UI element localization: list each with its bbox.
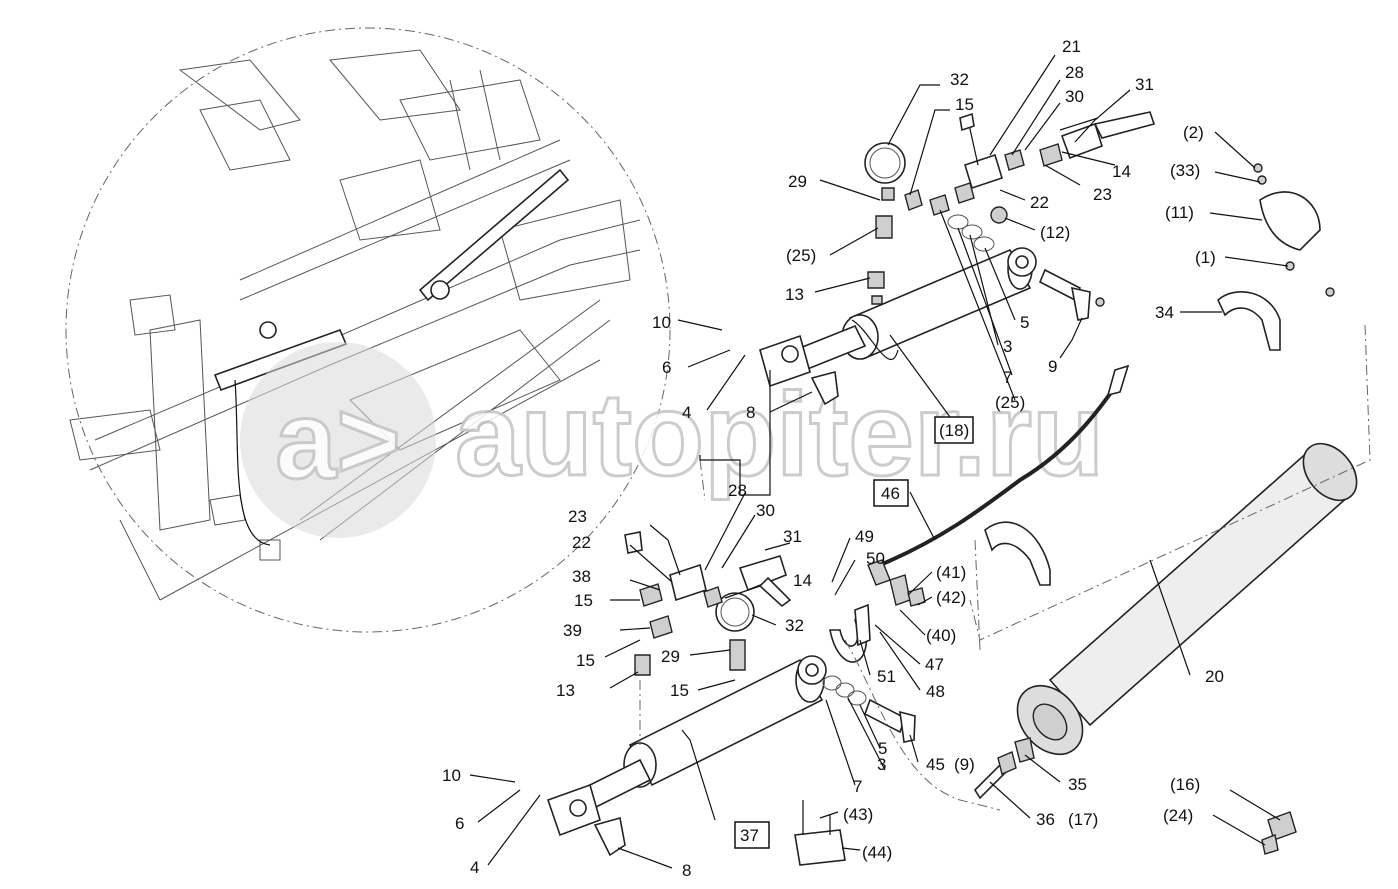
label-9: 9	[1048, 357, 1057, 376]
protective-tube	[969, 324, 1371, 756]
label-3: 3	[1003, 337, 1012, 356]
label-43: (43)	[843, 805, 873, 824]
label-17: (17)	[1068, 810, 1098, 829]
label-39: 39	[563, 621, 582, 640]
label-34: 34	[1155, 303, 1174, 322]
label-29: 29	[788, 172, 807, 191]
label-23: 23	[1093, 185, 1112, 204]
label-7b: 7	[853, 777, 862, 796]
label-31b: 31	[783, 527, 802, 546]
label-48: 48	[926, 682, 945, 701]
label-7: 7	[1003, 368, 1012, 387]
label-51: 51	[877, 667, 896, 686]
label-14: 14	[1112, 162, 1131, 181]
label-8: 8	[746, 403, 755, 422]
label-9b: (9)	[954, 755, 975, 774]
label-22: 22	[1030, 193, 1049, 212]
label-20: 20	[1205, 667, 1224, 686]
watermark: a> autopiter.ru	[240, 342, 1106, 538]
label-4b: 4	[470, 858, 479, 877]
label-35: 35	[1068, 775, 1087, 794]
label-31: 31	[1135, 75, 1154, 94]
label-41: (41)	[936, 563, 966, 582]
upper-cylinder-assembly	[759, 111, 1156, 406]
label-12: (12)	[1040, 223, 1070, 242]
label-16: (16)	[1170, 775, 1200, 794]
label-42: (42)	[936, 588, 966, 607]
label-18: (18)	[939, 421, 969, 440]
leader-lines	[469, 54, 1289, 869]
lower-cylinder-assembly	[546, 459, 1297, 866]
label-15d: 15	[670, 681, 689, 700]
label-38: 38	[572, 567, 591, 586]
label-23b: 23	[568, 507, 587, 526]
label-24: (24)	[1163, 806, 1193, 825]
label-44: (44)	[862, 843, 892, 862]
label-5b: 5	[878, 739, 887, 758]
label-46: 46	[881, 484, 900, 503]
hydraulic-hose	[867, 364, 1130, 607]
label-25: (25)	[786, 246, 816, 265]
label-4: 4	[682, 403, 691, 422]
label-11: (11)	[1165, 203, 1194, 222]
label-21: 21	[1062, 37, 1081, 56]
label-36: 36	[1036, 810, 1055, 829]
label-6: 6	[662, 358, 671, 377]
label-14b: 14	[793, 571, 812, 590]
part-labels: 21 28 30 31 32 15 29 22 23 14 (12) (25) …	[442, 37, 1224, 880]
label-10: 10	[652, 313, 671, 332]
label-32: 32	[950, 70, 969, 89]
label-47: 47	[925, 655, 944, 674]
label-37: 37	[740, 826, 759, 845]
clamp-assemblies-upper	[1095, 163, 1335, 351]
label-5: 5	[1020, 313, 1029, 332]
label-3b: 3	[877, 755, 886, 774]
label-15b: 15	[574, 591, 593, 610]
label-8b: 8	[682, 861, 691, 880]
ref-box-37	[734, 821, 770, 849]
label-32b: 32	[785, 616, 804, 635]
label-6b: 6	[455, 814, 464, 833]
label-15c: 15	[576, 651, 595, 670]
label-33: (33)	[1170, 161, 1200, 180]
label-28b: 28	[728, 481, 747, 500]
label-13b: 13	[556, 681, 575, 700]
label-30b: 30	[756, 501, 775, 520]
watermark-text: autopiter.ru	[455, 369, 1104, 501]
overview-machine-illustration	[65, 27, 671, 633]
label-49: 49	[855, 527, 874, 546]
label-10b: 10	[442, 766, 461, 785]
watermark-logo: a>	[275, 379, 400, 502]
ref-box-46	[873, 479, 909, 507]
label-29b: 29	[661, 647, 680, 666]
label-50: 50	[866, 549, 885, 568]
label-30: 30	[1065, 87, 1084, 106]
label-1: (1)	[1195, 248, 1216, 267]
label-25b: (25)	[995, 393, 1025, 412]
label-45: 45	[926, 755, 945, 774]
label-22b: 22	[572, 533, 591, 552]
label-13: 13	[785, 285, 804, 304]
label-28: 28	[1065, 63, 1084, 82]
ref-box-18	[934, 416, 974, 444]
label-2: (2)	[1183, 123, 1204, 142]
label-15: 15	[955, 95, 974, 114]
label-40: (40)	[926, 626, 956, 645]
